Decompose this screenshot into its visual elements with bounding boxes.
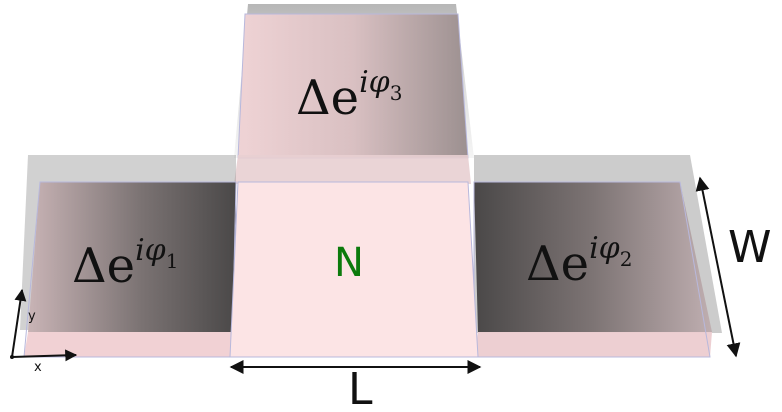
x-axis-arrow [11, 349, 78, 362]
y-axis-arrow [11, 288, 27, 358]
left-base: Δe [72, 238, 135, 294]
top-exponent: iφ [359, 65, 390, 100]
top-subscript: 3 [390, 81, 403, 105]
width-label: W [728, 222, 772, 273]
width-dimension-arrow [695, 176, 741, 358]
right-exponent: iφ [589, 231, 620, 266]
length-label: L [348, 364, 373, 412]
top-region-label: Δeiφ3 [296, 65, 402, 126]
x-axis-label: x [34, 360, 42, 375]
left-exponent: iφ [135, 233, 166, 268]
top-base: Δe [296, 70, 359, 126]
y-axis-label: y [28, 309, 36, 324]
axes-origin [10, 355, 14, 359]
right-base: Δe [526, 236, 589, 292]
top-region [234, 13, 471, 184]
right-region-label: Δeiφ2 [526, 231, 632, 292]
coordinate-axes: x y [10, 288, 78, 375]
center-region-label: N [334, 240, 364, 286]
right-subscript: 2 [620, 247, 633, 271]
left-region [23, 181, 237, 358]
right-region [473, 181, 712, 358]
left-subscript: 1 [166, 249, 179, 273]
left-region-label: Δeiφ1 [72, 233, 178, 294]
center-region [229, 181, 479, 358]
